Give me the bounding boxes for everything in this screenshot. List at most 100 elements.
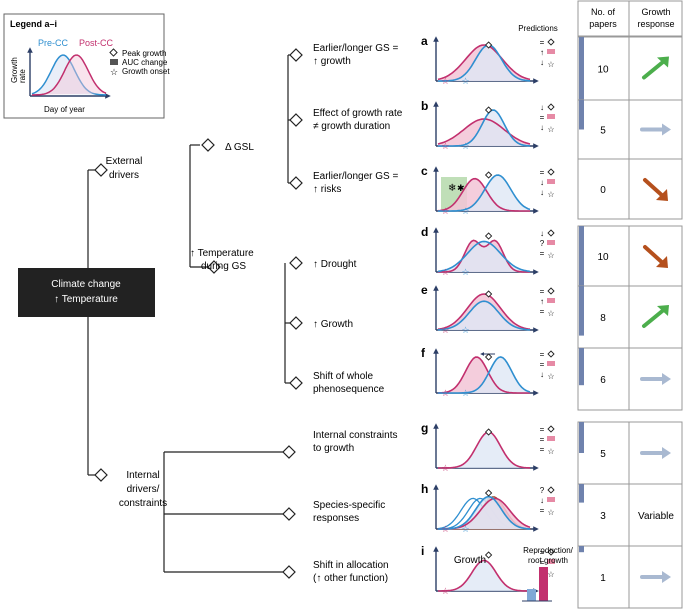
onset-star-pre: ☆ <box>462 206 470 216</box>
tree-connectors <box>87 54 296 573</box>
row-label-c: ↑ risks <box>313 184 341 195</box>
paper-count-bar <box>579 37 584 100</box>
prediction-symbol: = <box>540 38 545 47</box>
peak-diamond <box>484 290 493 298</box>
legend-pre-cc-curve <box>31 54 106 96</box>
legend-pre-cc-label: Pre-CC <box>38 38 69 48</box>
row-label-g: to growth <box>313 443 354 454</box>
peak-diamond <box>484 171 493 179</box>
header-papers-2: papers <box>589 19 617 29</box>
panel-letter-e: e <box>421 283 428 297</box>
node-diamond <box>289 376 303 390</box>
onset-star-post: ☆ <box>441 141 449 151</box>
auc-icon <box>547 114 555 119</box>
prediction-symbol: = <box>540 168 545 177</box>
legend-peak-label: Peak growth <box>122 49 166 58</box>
panel-letter-h: h <box>421 482 428 496</box>
predictions-h: ?↓=☆ <box>540 486 555 517</box>
prediction-symbol: = <box>540 113 545 122</box>
row-label-a: Earlier/longer GS = <box>313 43 398 54</box>
paper-count: 1 <box>600 573 606 584</box>
prediction-symbol: ↓ <box>540 229 544 238</box>
predictions-f: ==↓☆ <box>540 350 555 381</box>
prediction-symbol: ↑ <box>540 48 544 57</box>
external-label-1: External <box>106 156 143 167</box>
peak-diamond <box>547 38 555 46</box>
peak-diamond <box>547 168 555 176</box>
repro-label-2: root growth <box>528 556 568 565</box>
prediction-symbol: = <box>540 445 545 454</box>
peak-diamond <box>547 425 555 433</box>
prediction-symbol: ? <box>540 486 545 495</box>
repro-label-1: Reproduction/ <box>523 546 574 555</box>
prediction-symbol: ? <box>540 239 545 248</box>
onset-star-post: ☆ <box>441 524 449 534</box>
row-label-b: ≠ growth duration <box>313 121 390 132</box>
onset-star-post: ☆ <box>441 76 449 86</box>
legend-ylabel-2: rate <box>18 69 27 83</box>
paper-count-bar <box>579 100 584 130</box>
legend-onset-label: Growth onset <box>122 67 170 76</box>
legend-xlabel: Day of year <box>44 105 85 114</box>
predictions-b: ↓=↓☆ <box>540 103 555 134</box>
row-label-g: Internal constraints <box>313 430 398 441</box>
paper-count: 5 <box>600 449 606 460</box>
legend-post-cc-curve <box>31 54 107 96</box>
table-row: 10 <box>577 225 683 287</box>
header-response-2: response <box>637 19 674 29</box>
star-icon: ☆ <box>547 570 554 579</box>
legend-box: Legend a–i Growth rate Pre-CC Post-CC Da… <box>3 13 170 119</box>
arrow-up-icon <box>642 306 668 328</box>
node-diamond <box>289 316 303 330</box>
pre-cc-curve <box>438 109 531 147</box>
prediction-symbol: = <box>540 249 545 258</box>
prediction-symbol: ↓ <box>540 178 544 187</box>
pre-cc-curve <box>438 356 531 394</box>
pre-cc-area <box>438 241 530 272</box>
post-cc-curve <box>438 239 530 273</box>
row-label-h: responses <box>313 513 359 524</box>
star-icon: ☆ <box>547 251 554 260</box>
onset-star-post: ☆ <box>441 206 449 216</box>
table-row: 0 <box>577 158 683 220</box>
star-icon: ☆ <box>547 190 554 199</box>
star-icon: ☆ <box>547 60 554 69</box>
node-diamond <box>94 468 108 482</box>
panel-e: e☆☆=↑=☆ <box>421 283 555 335</box>
predictions-a: =↑↓☆ <box>540 38 555 69</box>
pre-cc-curve <box>438 44 531 82</box>
pre-cc-curve <box>438 495 531 530</box>
peak-diamond <box>547 229 555 237</box>
peak-diamond <box>484 489 493 497</box>
node-diamond <box>94 163 108 177</box>
row-label-b: Effect of growth rate <box>313 108 403 119</box>
paper-count-bar <box>579 286 584 336</box>
peak-diamond <box>547 486 555 494</box>
panel-f: f☆☆==↓☆ <box>421 346 555 398</box>
row-label-i: Shift in allocation <box>313 560 389 571</box>
temp-gs-label-2: during GS <box>201 261 246 272</box>
pre-cc-area <box>438 432 530 468</box>
node-diamond <box>207 260 221 274</box>
peak-diamond <box>484 232 493 240</box>
node-diamond <box>289 256 303 270</box>
frost-icon: ❄ <box>448 183 456 194</box>
prediction-symbol: = <box>540 435 545 444</box>
paper-count-bar <box>579 484 584 503</box>
node-diamond <box>282 565 296 579</box>
prediction-symbol: = <box>540 506 545 515</box>
prediction-symbol: ↓ <box>540 123 544 132</box>
predictions-d: ↓?=☆ <box>540 229 555 260</box>
post-cc-curve <box>437 293 531 330</box>
auc-icon <box>110 59 118 65</box>
panel-c: c❄✱☆☆=↓↓☆ <box>421 164 555 216</box>
prediction-symbol: ↓ <box>540 58 544 67</box>
root-node: Climate change ↑ Temperature <box>18 268 155 317</box>
paper-count: 3 <box>600 511 606 522</box>
peak-diamond <box>547 287 555 295</box>
peak-diamond <box>547 350 555 358</box>
prediction-symbol: = <box>540 350 545 359</box>
panel-letter-c: c <box>421 164 428 178</box>
paper-count-bar <box>579 422 584 453</box>
